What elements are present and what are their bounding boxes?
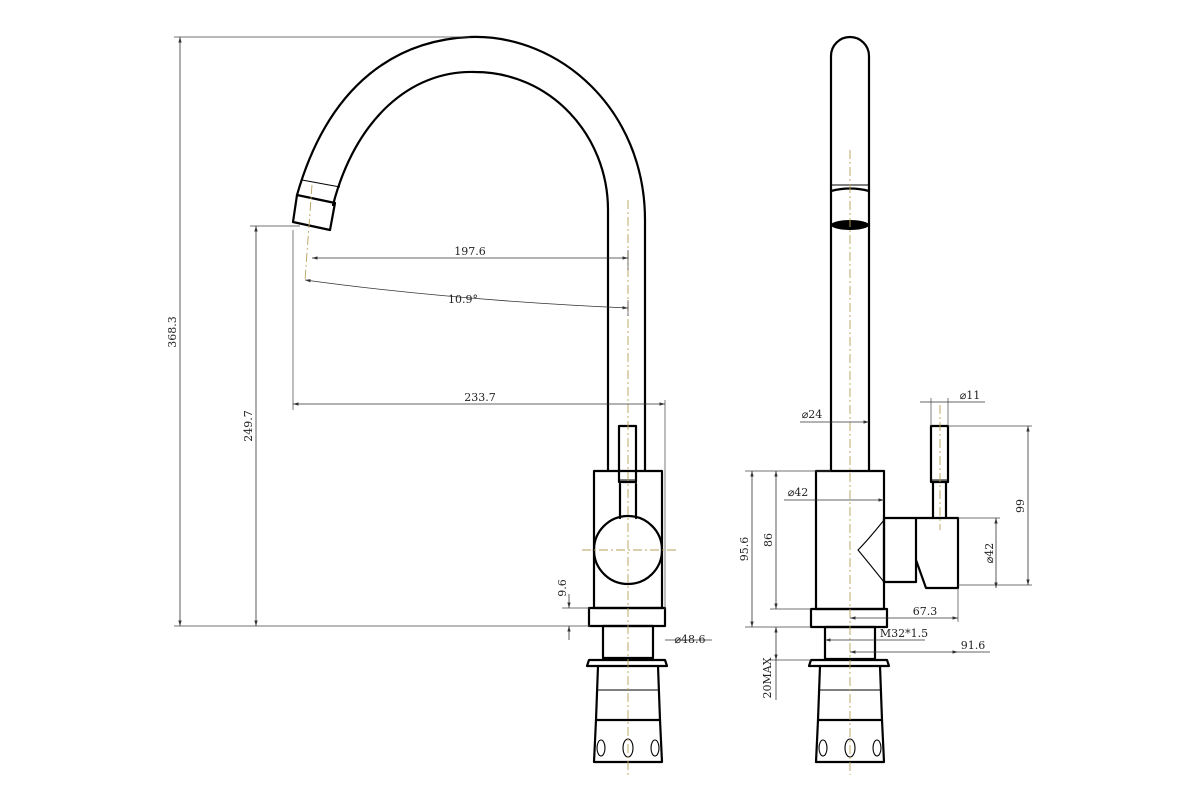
dim-max-thickness: 20MAX xyxy=(761,657,774,698)
dim-ring-diameter: ⌀48.6 xyxy=(674,633,705,646)
dim-hub-diameter: ⌀42 xyxy=(983,543,996,564)
side-view: 368.3 249.7 197.6 10.9° 233.7 9.6 ⌀48.6 xyxy=(166,35,712,775)
spout-outer-curve xyxy=(295,35,647,472)
dim-body-diameter: ⌀42 xyxy=(788,486,809,499)
front-lever-handle xyxy=(929,424,950,484)
dim-tube-diameter: ⌀24 xyxy=(802,408,823,421)
dim-handle-height: 99 xyxy=(1014,499,1027,513)
front-handle-hub xyxy=(882,516,960,590)
spout-inner-curve xyxy=(331,70,610,472)
front-mounting-nut xyxy=(807,658,891,764)
dim-thread: M32*1.5 xyxy=(880,627,928,640)
mounting-nut xyxy=(585,658,669,764)
aerator-nozzle xyxy=(291,193,337,232)
base-ring xyxy=(587,606,667,628)
dim-ring-height: 9.6 xyxy=(556,579,569,597)
dim-total-body-height: 95.6 xyxy=(738,537,751,562)
spout-tube xyxy=(829,35,871,473)
front-view: ⌀11 ⌀24 ⌀42 99 ⌀42 95.6 86 67.3 M32*1.5 xyxy=(738,35,1032,775)
dim-spout-reach: 197.6 xyxy=(454,245,486,258)
dim-total-height: 368.3 xyxy=(166,316,179,348)
lever-handle xyxy=(617,424,638,484)
dim-handle-offset: 67.3 xyxy=(913,605,938,618)
dim-spout-angle: 10.9° xyxy=(448,293,478,306)
dim-handle-diameter: ⌀11 xyxy=(960,389,981,402)
dim-body-height: 86 xyxy=(762,533,775,547)
dim-handle-reach: 91.6 xyxy=(961,639,986,652)
dim-overall-reach: 233.7 xyxy=(464,391,496,404)
dim-outlet-height: 249.7 xyxy=(242,410,255,442)
